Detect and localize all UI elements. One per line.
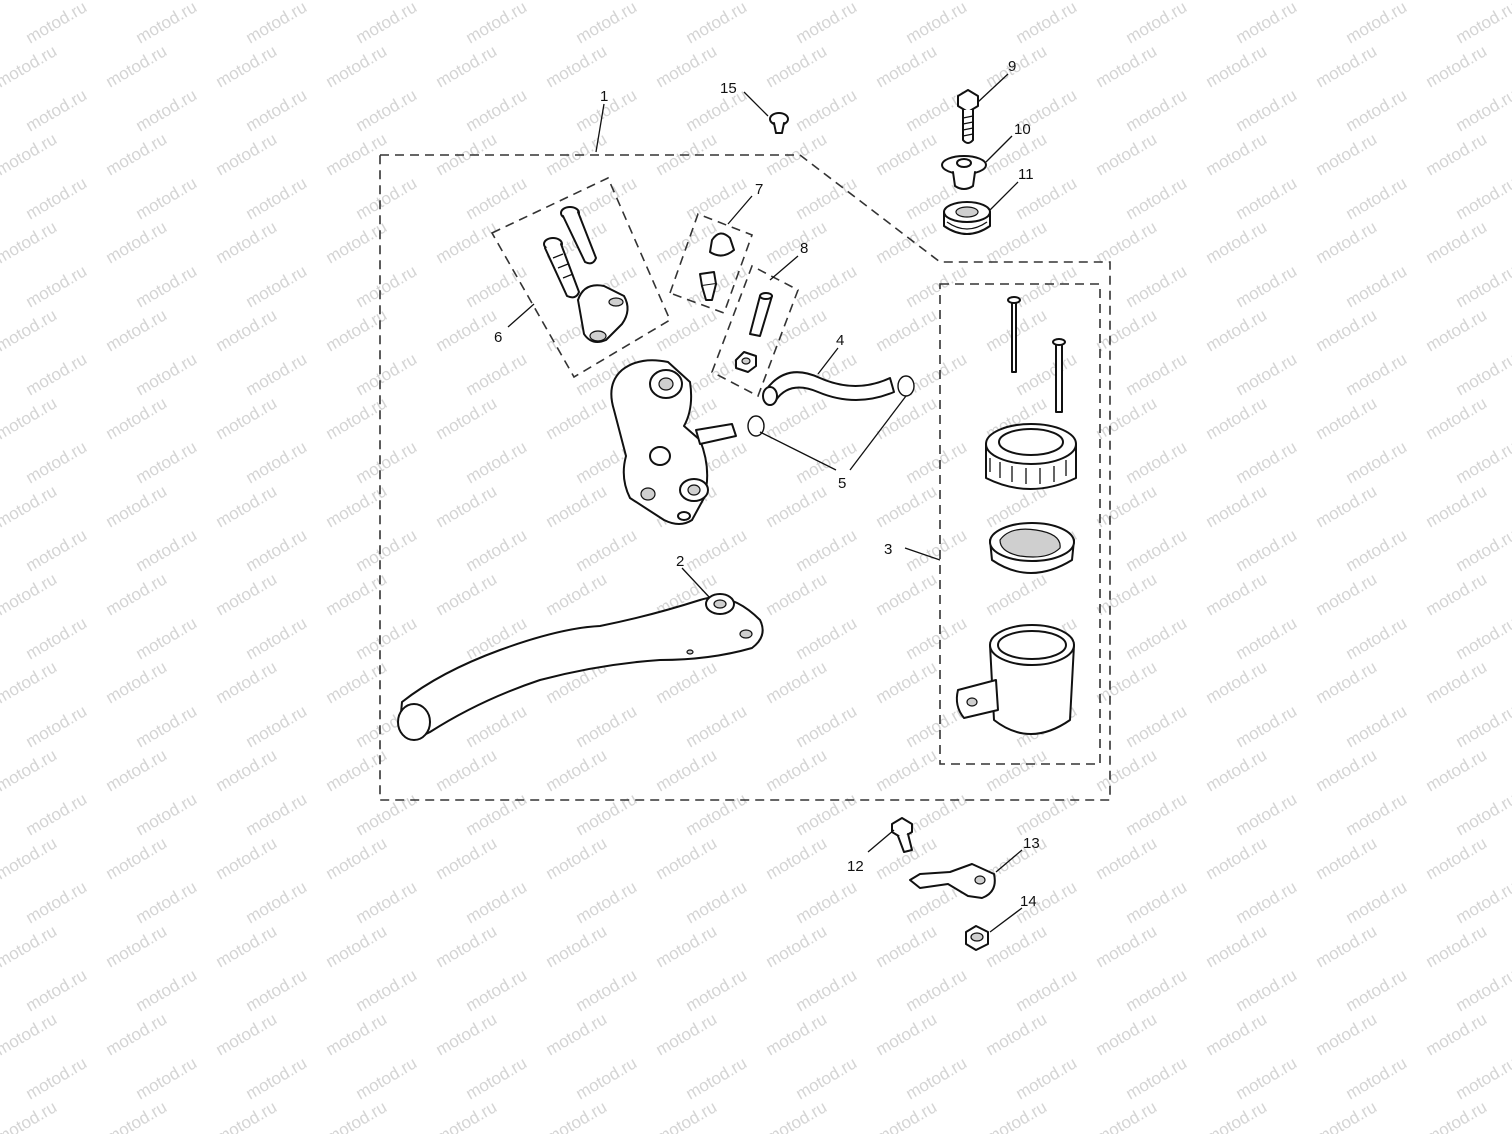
part-12-bolt [891, 817, 913, 853]
master-cylinder-body [610, 359, 737, 525]
callout-7: 7 [755, 181, 763, 198]
callout-9: 9 [1008, 58, 1016, 75]
part-4-hose [765, 371, 895, 401]
part-3-reservoir-assembly [955, 296, 1077, 735]
callout-8: 8 [800, 240, 808, 257]
part-5-hose-clips [747, 375, 915, 437]
part-7-bleed-nipple-and-cap [699, 232, 735, 301]
callout-1: 1 [600, 88, 608, 105]
callout-15: 15 [720, 80, 737, 97]
part-13-bracket-hole [974, 875, 986, 885]
part-14-nut [965, 925, 989, 951]
callout-10: 10 [1014, 121, 1031, 138]
callout-3: 3 [884, 541, 892, 558]
assembly-group-1-outline [379, 154, 1111, 801]
callout-4: 4 [836, 332, 844, 349]
part-6-clamp-and-bolts [543, 206, 629, 343]
part-15-screw [769, 112, 789, 134]
callout-11: 11 [1018, 166, 1034, 183]
part-11-grommet [943, 201, 991, 235]
callout-14: 14 [1020, 893, 1037, 910]
callout-13: 13 [1023, 835, 1040, 852]
part-8-pin-and-nut [735, 292, 773, 373]
part-2-brake-lever [397, 593, 764, 741]
callout-2: 2 [676, 553, 684, 570]
callout-6: 6 [494, 329, 502, 346]
part-9-bolt [957, 89, 979, 144]
callout-5: 5 [838, 475, 846, 492]
assembly-group-6-outline [490, 176, 672, 379]
assembly-group-3-outline [939, 283, 1101, 765]
assembly-group-8-outline [711, 264, 799, 398]
part-4-hose-end [762, 386, 778, 406]
assembly-group-7-outline [668, 212, 754, 315]
leader-lines [507, 73, 1023, 933]
callout-12: 12 [847, 858, 864, 875]
callout-labels: 1 2 3 4 5 6 7 8 9 10 11 12 13 14 15 [494, 58, 1040, 910]
part-10-washer [941, 155, 987, 190]
part-13-bracket [909, 863, 996, 899]
